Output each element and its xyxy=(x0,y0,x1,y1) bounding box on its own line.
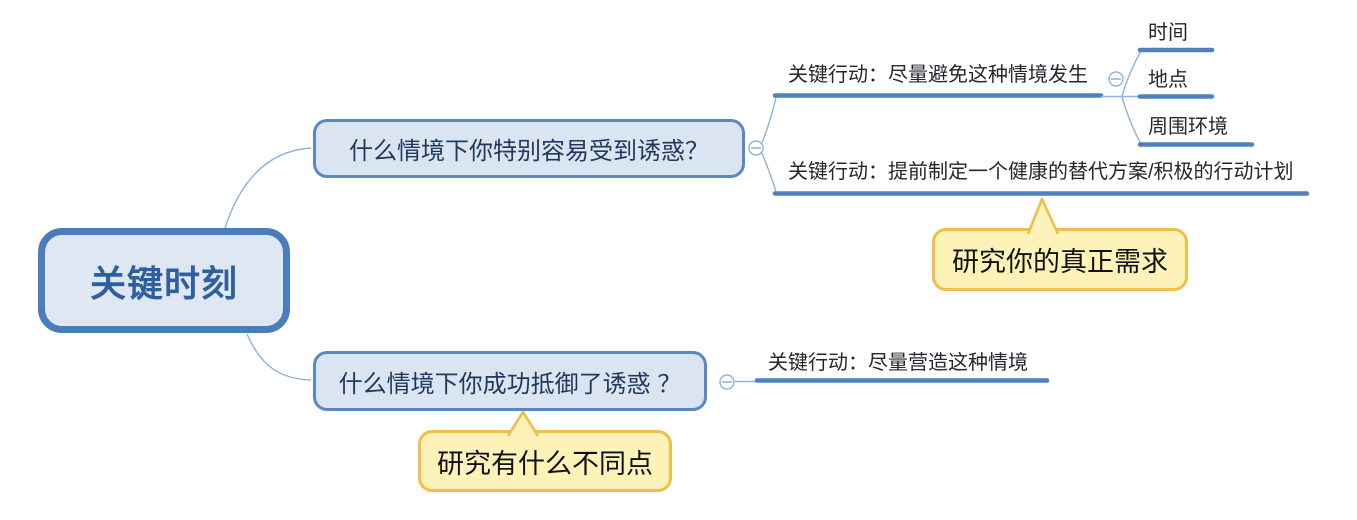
root-topic[interactable]: 关键时刻 xyxy=(38,228,290,333)
callout-real-needs[interactable]: 研究你的真正需求 xyxy=(932,228,1188,291)
root-topic-label: 关键时刻 xyxy=(89,262,238,304)
subtopic-alternative-plan[interactable]: 关键行动：提前制定一个健康的替代方案/积极的行动计划 xyxy=(788,161,1294,183)
leaf-topic-environment[interactable]: 周围环境 xyxy=(1148,116,1228,138)
connector-root-branch1 xyxy=(223,147,312,232)
connector-sub1a-leaf3 xyxy=(1121,96,1142,145)
collapse-button-sub1a[interactable] xyxy=(1108,71,1124,87)
branch-topic-label: 什么情境下你特别容易受到诱惑？ xyxy=(349,138,709,165)
branch-topic-temptation-easy[interactable]: 什么情境下你特别容易受到诱惑？ xyxy=(313,119,745,178)
connector-branch1-sub1a xyxy=(761,96,777,144)
leaf-topic-time[interactable]: 时间 xyxy=(1148,22,1188,44)
collapse-button-branch2[interactable] xyxy=(719,374,735,390)
callout-differences[interactable]: 研究有什么不同点 xyxy=(418,430,672,492)
branch-topic-temptation-resisted[interactable]: 什么情境下你成功抵御了诱惑 ？ xyxy=(313,351,707,411)
branch-topic-label: 什么情境下你成功抵御了诱惑 ？ xyxy=(338,370,682,398)
leaf-topic-place[interactable]: 地点 xyxy=(1148,69,1188,91)
connector-root-branch2 xyxy=(246,333,312,381)
connector-branch1-sub1b xyxy=(761,152,777,193)
subtopic-create-situation[interactable]: 关键行动：尽量营造这种情境 xyxy=(768,352,1028,374)
collapse-button-branch1[interactable] xyxy=(748,140,764,156)
connector-sub1a-leaf1 xyxy=(1121,50,1142,97)
subtopic-avoid-situation[interactable]: 关键行动：尽量避免这种情境发生 xyxy=(788,64,1088,86)
